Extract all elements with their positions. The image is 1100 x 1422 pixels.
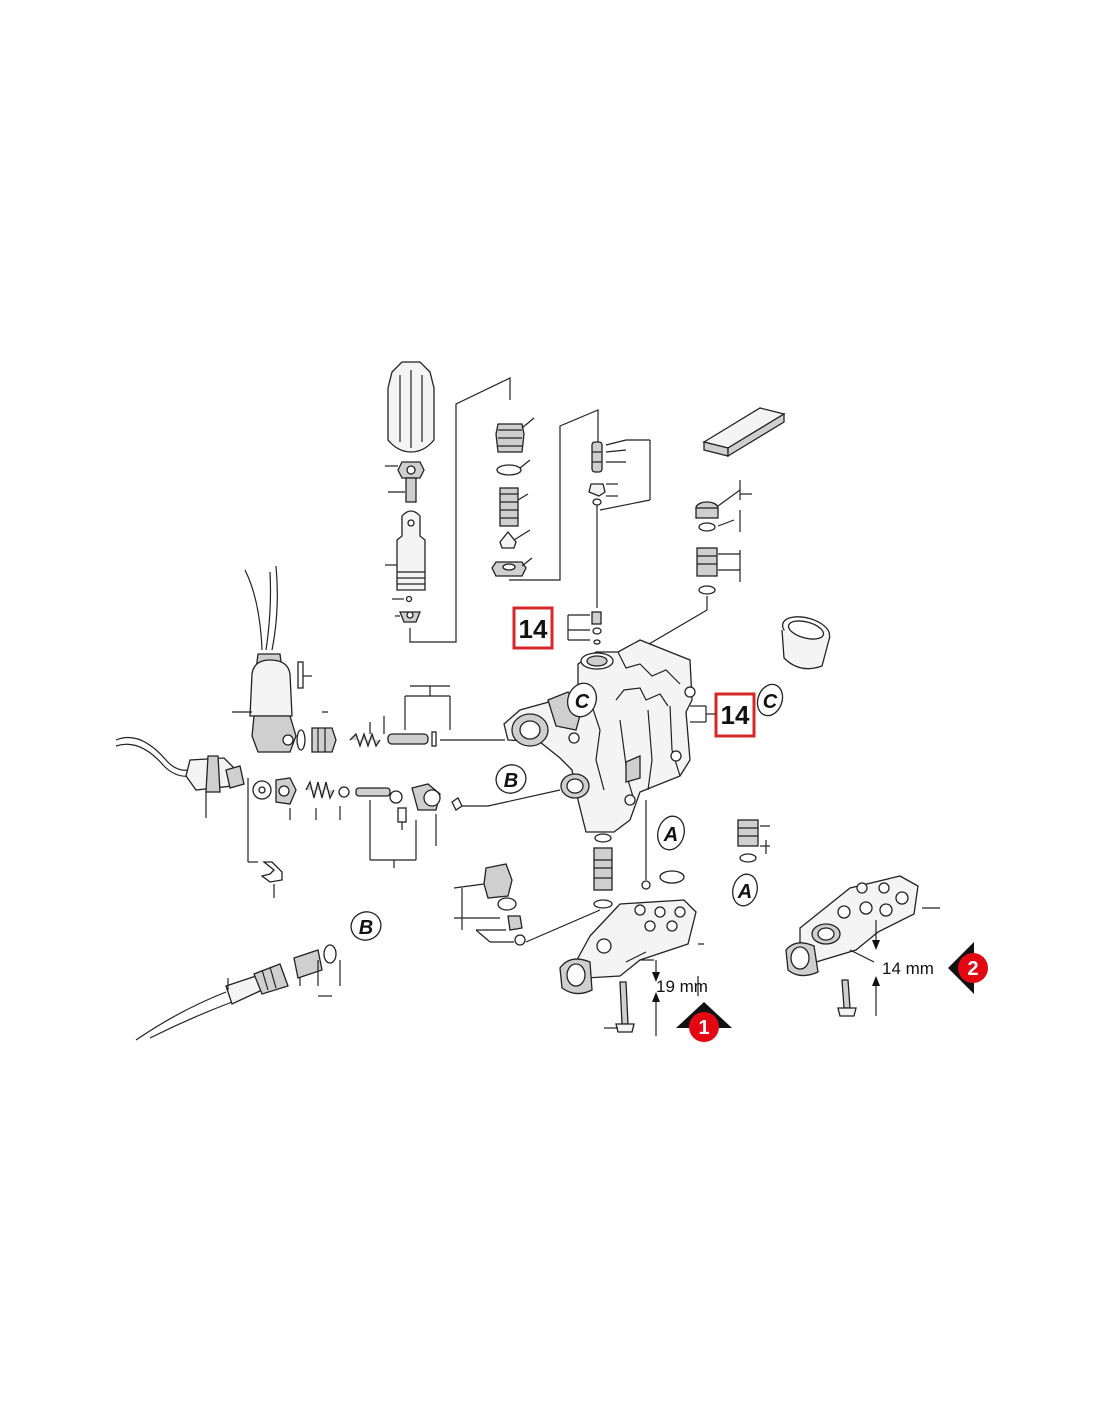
dimension-label-19mm: 19 mm xyxy=(656,977,708,996)
adapter-fittings xyxy=(296,685,451,753)
leader-valve-seat xyxy=(509,409,599,581)
svg-text:14: 14 xyxy=(519,614,548,644)
connector-label-b-left: B xyxy=(495,764,527,794)
unloader-knob xyxy=(387,361,435,453)
dimension-label-14mm: 14 mm xyxy=(882,959,934,978)
leader-valve-body xyxy=(458,789,561,807)
connector-label-a-right: A xyxy=(732,873,758,907)
lower-right-valve xyxy=(737,819,770,863)
svg-text:2: 2 xyxy=(967,958,978,980)
connector-label-c-top: C xyxy=(566,682,598,718)
check-valve-stack xyxy=(567,439,651,645)
outlet-hose xyxy=(135,944,341,1041)
svg-text:C: C xyxy=(575,691,590,713)
callout-14-left: 14 xyxy=(512,606,554,650)
callout-14-right: 14 xyxy=(690,692,756,738)
bolt-1 xyxy=(604,981,635,1033)
svg-text:A: A xyxy=(737,881,752,903)
hose-clip xyxy=(260,861,283,898)
flat-gasket-plate xyxy=(702,407,786,458)
pump-cap xyxy=(781,616,831,670)
unloader-nut xyxy=(385,461,425,479)
svg-text:C: C xyxy=(763,691,778,713)
svg-text:14: 14 xyxy=(721,700,750,730)
dimension-14 xyxy=(849,920,880,1016)
badge-2: 2 xyxy=(948,942,988,994)
inlet-hose xyxy=(115,736,191,777)
pump-manifold xyxy=(503,639,696,833)
connector-label-c-right: C xyxy=(756,683,784,717)
lower-valve-stack xyxy=(593,800,685,909)
dimension-19 xyxy=(640,959,699,1036)
valve-seat-stack xyxy=(491,417,535,577)
leader-unloader xyxy=(409,377,511,643)
pressure-switch xyxy=(232,565,312,753)
svg-text:B: B xyxy=(504,770,518,792)
svg-text:1: 1 xyxy=(698,1017,709,1039)
badge-1: 1 xyxy=(676,1002,732,1042)
manifold-plate-2 xyxy=(785,875,940,977)
svg-text:B: B xyxy=(359,917,373,939)
unloader-body xyxy=(385,510,426,623)
hose-coupler xyxy=(185,755,258,863)
right-valve-stack xyxy=(631,480,752,655)
svg-text:A: A xyxy=(663,824,678,846)
unloader-spring xyxy=(388,477,417,503)
bolt-2 xyxy=(837,979,857,1017)
manifold-plate-1 xyxy=(559,899,704,995)
connector-label-a-center: A xyxy=(657,815,685,851)
outlet-fittings xyxy=(453,863,601,946)
inlet-small-parts xyxy=(252,777,463,868)
connector-label-b-bottom: B xyxy=(350,911,382,941)
